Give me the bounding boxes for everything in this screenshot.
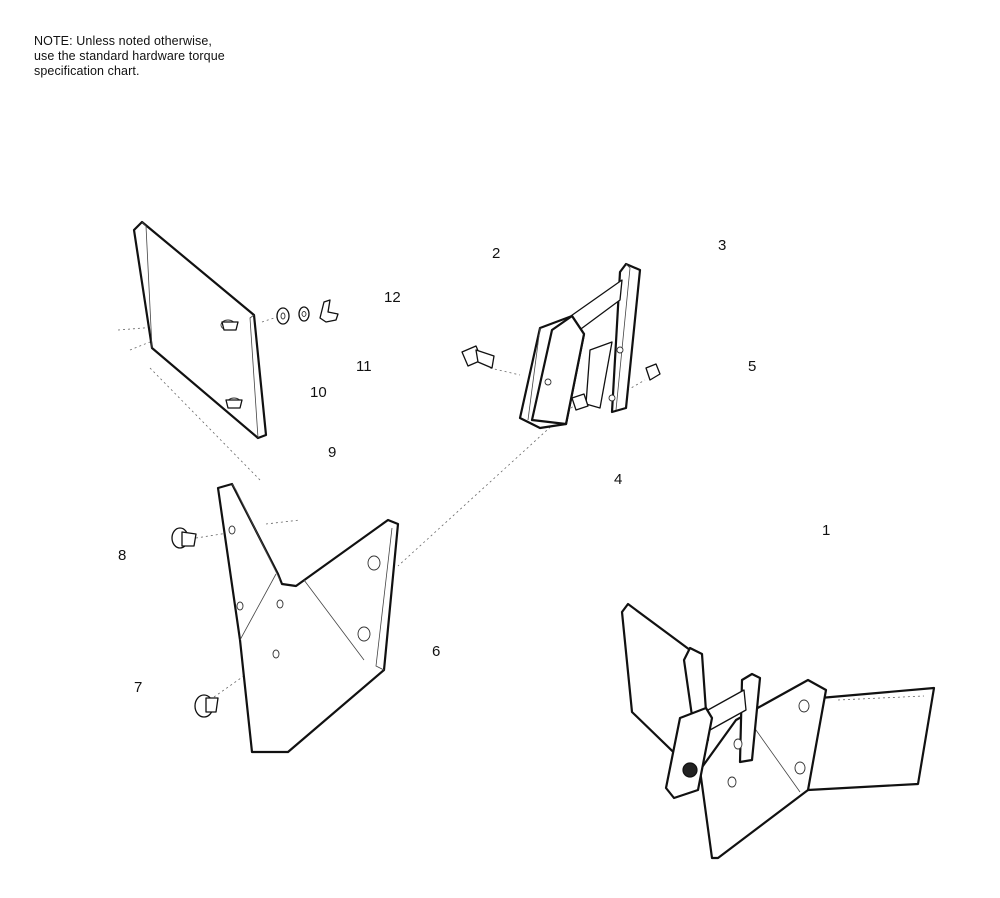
callout-labels: 1 2 3 4 5 6 7 8 9 10 11 12	[118, 237, 830, 696]
callout-9: 9	[328, 444, 336, 461]
bolt-part-8	[171, 527, 197, 549]
clamp-plate-part-2	[518, 314, 586, 430]
callout-3: 3	[718, 237, 726, 254]
callout-7: 7	[134, 679, 142, 696]
bolt-part-7	[194, 694, 219, 718]
deflector-plate-part-10	[132, 220, 268, 440]
note-line-2: use the standard hardware torque	[34, 49, 225, 63]
torque-note: NOTE: Unless noted otherwise, use the st…	[34, 34, 334, 79]
callout-12: 12	[384, 289, 401, 306]
main-bracket-part-6	[216, 482, 400, 754]
hardware-washers-part-11	[276, 306, 310, 325]
callout-2: 2	[492, 245, 500, 262]
callout-1: 1	[822, 522, 830, 539]
callout-5: 5	[748, 358, 756, 375]
bolt-hardware	[461, 345, 589, 411]
wing-nut-part-12	[319, 299, 339, 323]
assembly-view-part-1	[620, 602, 936, 860]
callout-11: 11	[356, 358, 372, 375]
callout-8: 8	[118, 547, 126, 564]
note-line-1: NOTE: Unless noted otherwise,	[34, 34, 212, 48]
nut-part-5	[645, 363, 661, 381]
callout-4: 4	[614, 471, 622, 488]
callout-6: 6	[432, 643, 440, 660]
note-line-3: specification chart.	[34, 64, 140, 78]
callout-10: 10	[310, 384, 327, 401]
